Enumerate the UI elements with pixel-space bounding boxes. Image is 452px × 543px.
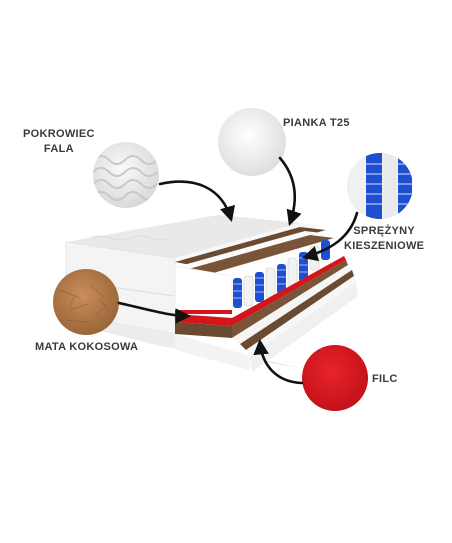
arrow-cover: [158, 180, 236, 222]
mattress-top-back: [66, 215, 300, 258]
label-mata-kokosowa: MATA KOKOSOWA: [35, 341, 139, 353]
arrow-springs: [301, 211, 359, 262]
mattress: [65, 215, 358, 372]
layer-bottom-coconut: [175, 322, 232, 338]
layer-felt: [175, 256, 346, 326]
label-sprezyny-line1: SPRĘŻYNY: [353, 225, 415, 237]
springs-swatch: [347, 153, 413, 219]
label-pianka: PIANKA T25: [283, 117, 350, 129]
arrow-felt: [253, 338, 304, 385]
cover-wave-swatch: [93, 142, 159, 208]
label-sprezyny-line2: KIESZENIOWE: [344, 240, 425, 252]
label-pokrowiec-line1: POKROWIEC: [23, 128, 95, 140]
label-sprezyny: SPRĘŻYNY KIESZENIOWE: [344, 224, 424, 254]
arrow-foam: [278, 156, 302, 226]
arrow-coconut: [117, 301, 192, 324]
label-pokrowiec-fala: POKROWIEC FALA: [23, 127, 95, 157]
foam-swatch: [218, 108, 286, 176]
felt-swatch: [302, 345, 368, 411]
coconut-mat-swatch: [53, 269, 119, 335]
label-filc: FILC: [372, 373, 398, 385]
label-pokrowiec-line2: FALA: [43, 143, 74, 155]
